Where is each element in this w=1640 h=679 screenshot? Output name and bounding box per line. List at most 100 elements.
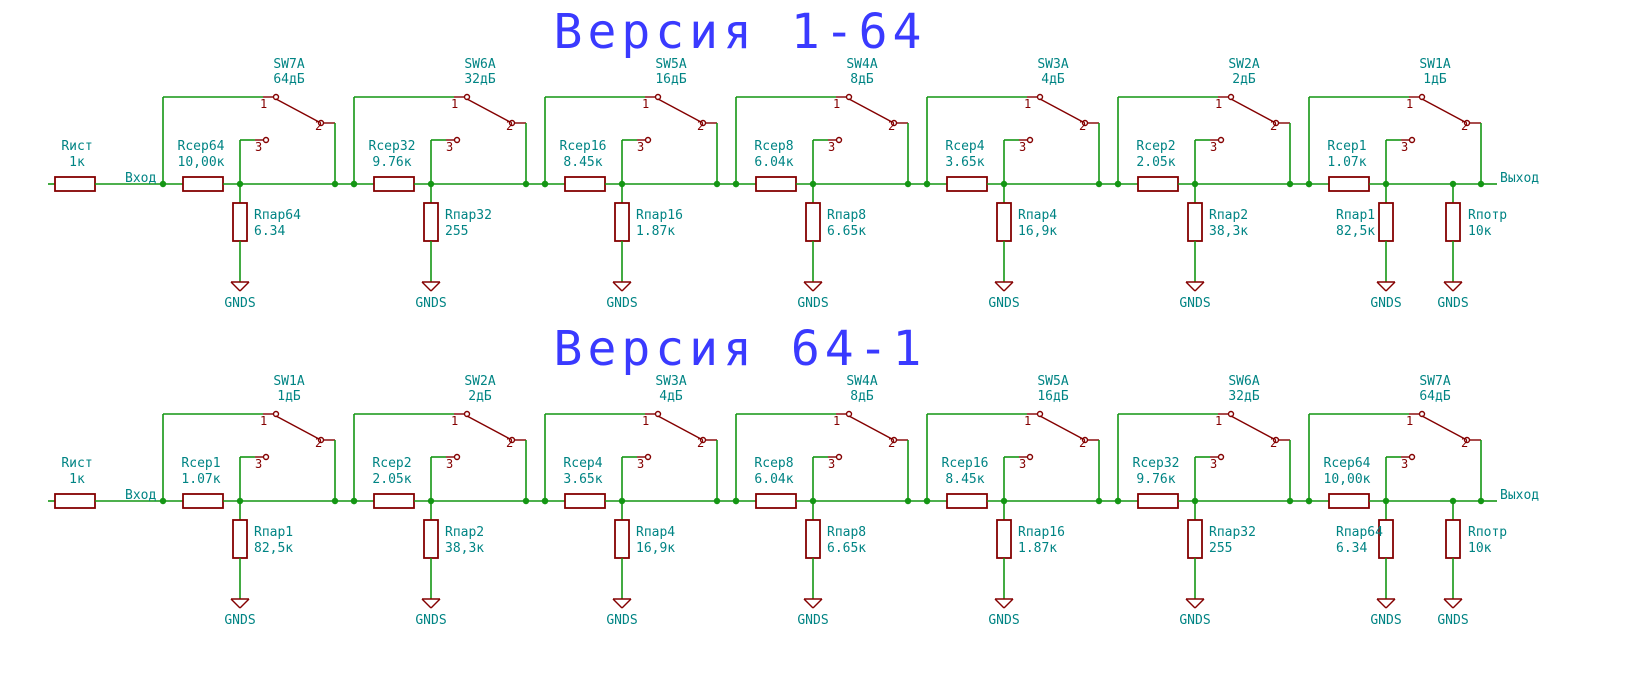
switch-pin-1: 1 — [260, 414, 267, 428]
shunt-resistor-name: Rпар32 — [1209, 525, 1256, 540]
series-resistor — [1328, 493, 1370, 509]
series-resistor — [1137, 176, 1179, 192]
shunt-resistor-value: 255 — [445, 224, 468, 239]
ground-edge — [1185, 281, 1196, 292]
series-resistor-value: 10,00к — [178, 155, 225, 170]
switch-pin-1: 1 — [260, 97, 267, 111]
junction-dot — [923, 180, 931, 188]
source-resistor — [54, 176, 96, 192]
switch-name: SW1A — [1419, 57, 1450, 72]
series-resistor — [1328, 176, 1370, 192]
switch-pin-2: 2 — [506, 119, 513, 133]
input-label: Вход — [125, 171, 156, 186]
ground-edge — [239, 281, 250, 292]
switch-pin-2: 2 — [1461, 436, 1468, 450]
ground-edge — [1194, 598, 1205, 609]
junction-dot — [427, 180, 435, 188]
switch-contact — [1026, 453, 1034, 461]
switch-contact — [1408, 453, 1416, 461]
switch-name: SW5A — [655, 57, 686, 72]
ground-edge — [612, 598, 623, 609]
switch-contact — [272, 410, 280, 418]
switch-name: SW6A — [1228, 374, 1259, 389]
shunt-resistor-name: Rпар8 — [827, 525, 866, 540]
ground-edge — [1452, 598, 1463, 609]
switch-pin-1: 1 — [1406, 97, 1413, 111]
shunt-resistor-name: Rпар8 — [827, 208, 866, 223]
switch-name: SW7A — [1419, 374, 1450, 389]
series-resistor-name: Rсер32 — [1133, 456, 1180, 471]
ground-edge — [1385, 598, 1396, 609]
switch-blade — [657, 415, 702, 440]
ground-label: GNDS — [1437, 296, 1468, 311]
junction-dot — [236, 497, 244, 505]
switch-contact — [262, 453, 270, 461]
switch-contact — [845, 93, 853, 101]
switch-pin-3: 3 — [828, 457, 835, 471]
diagram-title: Версия 64-1 — [554, 321, 927, 377]
ground-label: GNDS — [1370, 613, 1401, 628]
junction-dot — [1114, 497, 1122, 505]
ground-edge — [621, 281, 632, 292]
switch-pin-3: 3 — [446, 457, 453, 471]
switch-name: SW4A — [846, 57, 877, 72]
ground-label: GNDS — [606, 296, 637, 311]
switch-contact — [453, 453, 461, 461]
shunt-resistor — [614, 202, 630, 242]
junction-dot — [618, 180, 626, 188]
ground-label: GNDS — [988, 613, 1019, 628]
ground-symbol — [230, 598, 250, 609]
switch-contact — [1026, 136, 1034, 144]
switch-attenuation: 32дБ — [1228, 389, 1259, 404]
ground-label: GNDS — [415, 613, 446, 628]
source-resistor-name: Rист — [61, 139, 92, 154]
switch-blade — [1421, 415, 1466, 440]
junction-dot — [1000, 180, 1008, 188]
shunt-resistor-value: 38,3к — [1209, 224, 1248, 239]
switch-pin-2: 2 — [697, 119, 704, 133]
switch-attenuation: 64дБ — [1419, 389, 1450, 404]
switch-blade — [466, 415, 511, 440]
switch-pin-2: 2 — [1270, 436, 1277, 450]
shunt-resistor — [996, 202, 1012, 242]
switch-pin-1: 1 — [833, 97, 840, 111]
shunt-resistor — [1187, 202, 1203, 242]
series-resistor — [182, 176, 224, 192]
ground-edge — [239, 598, 250, 609]
shunt-resistor-value: 1.87к — [1018, 541, 1057, 556]
switch-contact — [644, 136, 652, 144]
series-resistor — [373, 493, 415, 509]
shunt-resistor — [805, 202, 821, 242]
series-resistor-value: 9.76к — [1136, 472, 1175, 487]
switch-contact — [262, 136, 270, 144]
switch-blade — [657, 98, 702, 123]
shunt-resistor-value: 38,3к — [445, 541, 484, 556]
shunt-resistor-name: Rпар1 — [254, 525, 293, 540]
series-resistor-name: Rсер64 — [1324, 456, 1371, 471]
junction-dot — [159, 497, 167, 505]
switch-pin-2: 2 — [1270, 119, 1277, 133]
input-label: Вход — [125, 488, 156, 503]
output-label: Выход — [1500, 171, 1539, 186]
junction-dot — [1191, 497, 1199, 505]
series-resistor-name: Rсер8 — [754, 456, 793, 471]
ground-edge — [803, 598, 814, 609]
ground-symbol — [612, 281, 632, 292]
switch-blade — [466, 98, 511, 123]
shunt-resistor-value: 6.65к — [827, 541, 866, 556]
shunt-resistor-name: Rпар1 — [1336, 208, 1375, 223]
ground-symbol — [230, 281, 250, 292]
ground-symbol — [994, 598, 1014, 609]
switch-name: SW3A — [1037, 57, 1068, 72]
series-resistor — [182, 493, 224, 509]
junction-dot — [541, 180, 549, 188]
ground-label: GNDS — [797, 296, 828, 311]
junction-dot — [427, 497, 435, 505]
switch-pin-3: 3 — [255, 140, 262, 154]
series-resistor-value: 9.76к — [372, 155, 411, 170]
ground-edge — [421, 598, 432, 609]
